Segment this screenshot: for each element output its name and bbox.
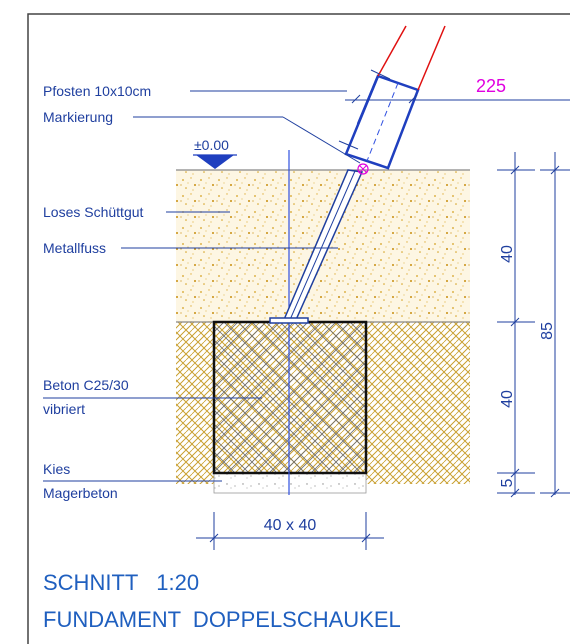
dim-vertical-inner bbox=[497, 152, 535, 498]
label-marking: Markierung bbox=[43, 109, 113, 125]
dim-225-lines bbox=[345, 94, 570, 104]
dim-lower-height: 40 bbox=[499, 390, 516, 408]
post-red-edge-left bbox=[377, 25, 407, 77]
dim-footprint-value: 40 x 40 bbox=[264, 517, 317, 534]
label-loose-fill: Loses Schüttgut bbox=[43, 204, 144, 220]
metal-foot-base-plate bbox=[269, 317, 309, 324]
metal-foot-inner-line bbox=[288, 170, 356, 323]
dim-base-height: 5 bbox=[499, 478, 516, 487]
drawing-frame bbox=[27, 13, 570, 644]
dim-vertical-outer bbox=[540, 152, 570, 498]
marking-symbol bbox=[357, 163, 369, 175]
label-concrete: Beton C25/30 bbox=[43, 377, 129, 393]
label-metal-foot: Metallfuss bbox=[43, 240, 106, 256]
label-post: Pfosten 10x10cm bbox=[43, 83, 151, 99]
label-gravel: Kies bbox=[43, 461, 70, 477]
dim-upper-height: 40 bbox=[499, 245, 516, 263]
dim-225-extension bbox=[338, 69, 391, 150]
dim-footprint-lines bbox=[196, 512, 384, 550]
level-marker-icon bbox=[196, 155, 234, 169]
post-red-edge-right bbox=[417, 25, 446, 91]
dim-total-height: 85 bbox=[539, 322, 556, 340]
dim-225-value: 225 bbox=[476, 76, 506, 96]
post-center-line-dashed bbox=[366, 82, 399, 162]
marking-cross-2 bbox=[358, 164, 368, 174]
drawing-title-line2: FUNDAMENT DOPPELSCHAUKEL bbox=[43, 607, 401, 632]
label-vibrated: vibriert bbox=[43, 401, 85, 417]
lean-concrete-layer bbox=[213, 472, 367, 494]
drawing-title-line1: SCHNITT 1:20 bbox=[43, 570, 199, 595]
leader-lines bbox=[43, 90, 361, 482]
label-lean-concrete: Magerbeton bbox=[43, 485, 118, 501]
level-label: ±0.00 bbox=[194, 137, 229, 153]
